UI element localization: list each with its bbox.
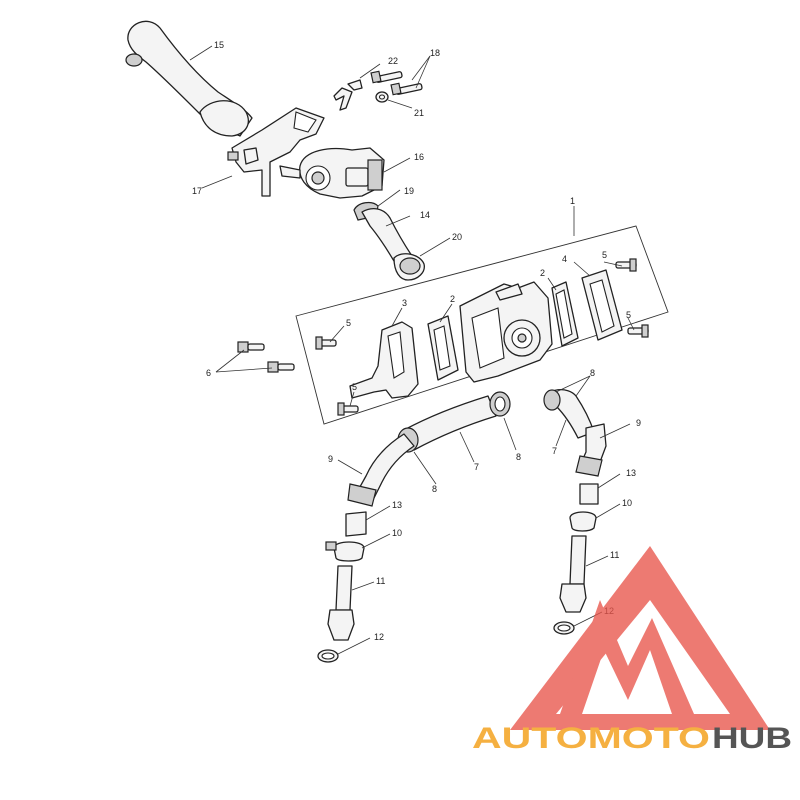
group-frame-1 — [295, 225, 669, 425]
callout-13-left: 13 — [392, 500, 402, 510]
callout-5-bottom: 5 — [352, 382, 357, 392]
housing-3 — [349, 321, 419, 399]
callout-7-right: 7 — [552, 446, 557, 456]
callout-2-right: 2 — [540, 268, 545, 278]
o-ring-12-left — [317, 649, 339, 663]
callout-9-left: 9 — [328, 454, 333, 464]
callout-15: 15 — [214, 40, 224, 50]
elbow-9-right — [575, 423, 607, 477]
hose-14 — [353, 201, 425, 281]
washer-21 — [375, 91, 389, 103]
callout-8-right: 8 — [590, 368, 595, 378]
hose-7-left — [403, 395, 497, 451]
callout-20: 20 — [452, 232, 462, 242]
callout-10-right: 10 — [622, 498, 632, 508]
callout-8-left: 8 — [432, 484, 437, 494]
pipe-15 — [125, 20, 253, 137]
clamp-10-left — [325, 541, 365, 562]
bracket-17 — [227, 107, 325, 197]
logo-m-shape — [560, 600, 694, 714]
callout-13-right: 13 — [626, 468, 636, 478]
clamp-10-right — [569, 511, 597, 532]
callout-1: 1 — [570, 196, 575, 206]
callout-9-right: 9 — [636, 418, 641, 428]
callout-12-left: 12 — [374, 632, 384, 642]
clamp-8-left-top — [489, 391, 511, 417]
callout-11-right: 11 — [610, 550, 619, 560]
callout-10-left: 10 — [392, 528, 402, 538]
pipe-11-right — [559, 535, 587, 613]
leader-lines — [189, 45, 635, 655]
pump-body — [459, 281, 553, 383]
watermark-logo — [510, 546, 770, 730]
gasket-4 — [581, 269, 623, 341]
sleeve-13-right — [579, 483, 599, 505]
valve-16 — [279, 147, 385, 199]
gasket-2-right — [551, 281, 579, 347]
callout-22: 22 — [388, 56, 398, 66]
watermark-word-main: AUTOMOTO — [472, 722, 710, 755]
callout-7-left: 7 — [474, 462, 479, 472]
bolt-5-bottom — [337, 402, 359, 416]
bolt-5-left — [315, 336, 337, 350]
clip-22 — [333, 79, 363, 111]
watermark-word-hub: HUB — [712, 722, 792, 755]
callout-8-mid: 8 — [516, 452, 521, 462]
watermark-text: AUTOMOTO HUB — [472, 722, 792, 755]
callout-17: 17 — [192, 186, 202, 196]
callout-18: 18 — [430, 48, 440, 58]
callout-5-top-right: 5 — [602, 250, 607, 260]
bolt-5-top-right — [615, 258, 637, 272]
clamp-8-right — [543, 389, 561, 411]
callout-3: 3 — [402, 298, 407, 308]
callout-14: 14 — [420, 210, 430, 220]
o-ring-12-right — [553, 621, 575, 635]
callout-21: 21 — [414, 108, 424, 118]
callout-6: 6 — [206, 368, 211, 378]
pipe-11-left — [327, 565, 355, 641]
callout-11-left: 11 — [376, 576, 385, 586]
callout-2-left: 2 — [450, 294, 455, 304]
callout-4: 4 — [562, 254, 567, 264]
gasket-2-left — [427, 315, 459, 381]
bolts-18 — [370, 70, 423, 96]
elbow-9-left — [347, 433, 415, 507]
sleeve-13-left — [345, 511, 367, 537]
bolt-6-lower — [267, 361, 295, 373]
callout-19: 19 — [404, 186, 414, 196]
callout-16: 16 — [414, 152, 424, 162]
bolt-6-upper — [237, 341, 265, 353]
callout-5-right: 5 — [626, 310, 631, 320]
callout-5-left: 5 — [346, 318, 351, 328]
bolt-5-right — [627, 324, 649, 338]
